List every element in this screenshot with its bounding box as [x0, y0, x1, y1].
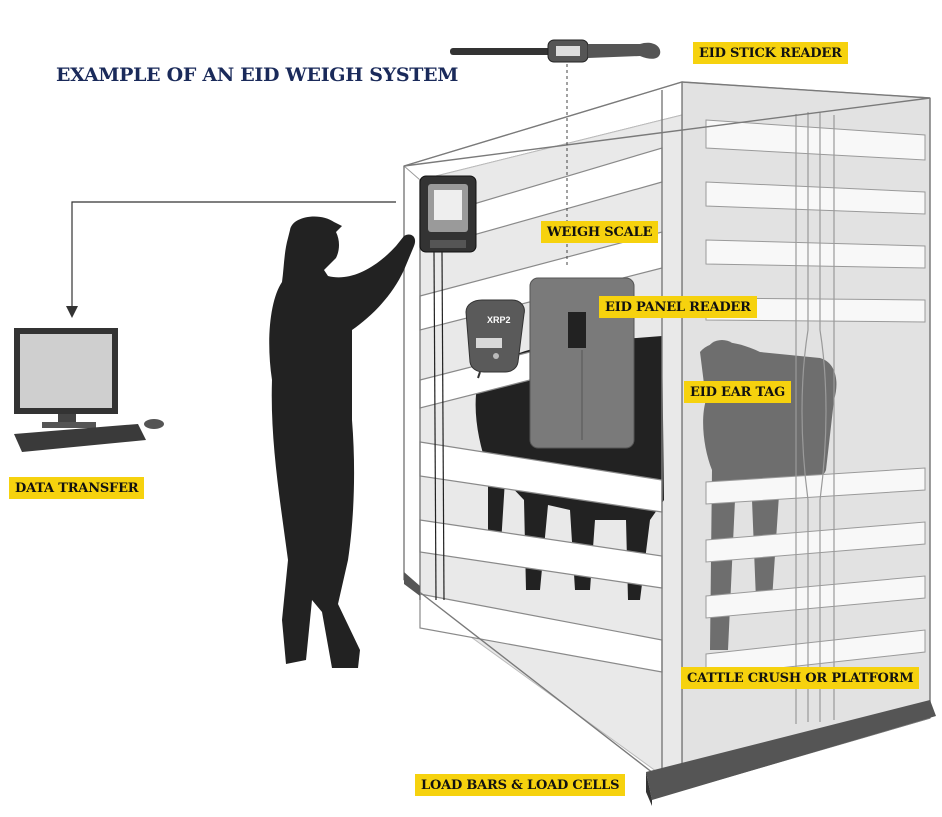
far-rails: [705, 119, 926, 677]
weigh-scale-device: [419, 175, 477, 601]
label-eid-stick-reader: EID STICK READER: [693, 42, 848, 64]
label-load-bars: LOAD BARS & LOAD CELLS: [415, 774, 626, 796]
page-title: EXAMPLE OF AN EID WEIGH SYSTEM: [56, 64, 459, 86]
label-cattle-crush: CATTLE CRUSH OR PLATFORM: [681, 667, 920, 689]
xrp2-device: [465, 299, 525, 379]
label-weigh-scale: WEIGH SCALE: [541, 221, 659, 243]
eid-panel-reader: [529, 277, 635, 449]
eid-stick-reader: [450, 39, 661, 268]
load-platform: [404, 572, 936, 806]
device-brand: XRP2: [487, 315, 511, 325]
computer: [14, 328, 164, 452]
label-eid-panel-reader: EID PANEL READER: [599, 296, 757, 318]
crush-frame: [403, 81, 931, 791]
far-gate: [795, 112, 835, 724]
data-transfer-arrow: [66, 201, 396, 318]
label-eid-ear-tag: EID EAR TAG: [684, 381, 792, 403]
farmer-silhouette: [269, 216, 416, 669]
label-data-transfer: DATA TRANSFER: [9, 477, 145, 499]
